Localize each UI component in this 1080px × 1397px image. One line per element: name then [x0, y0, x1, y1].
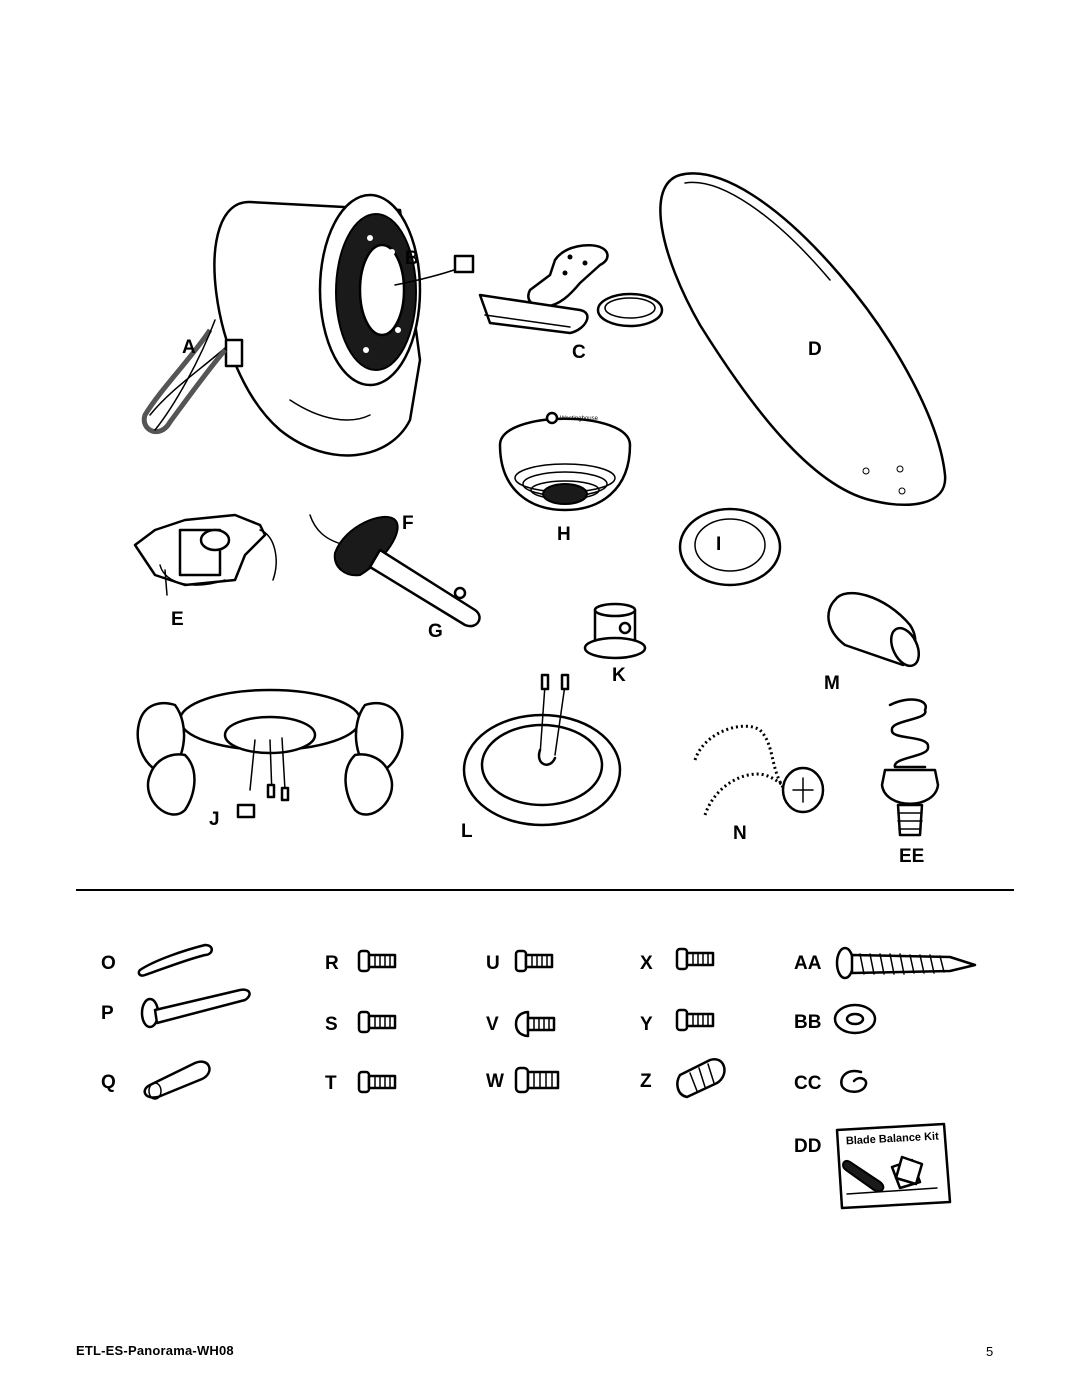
footer-page-number: 5 [986, 1344, 994, 1359]
part-label-x: X [640, 953, 653, 974]
part-label-n: N [733, 823, 747, 844]
blade-balance-kit-text: Blade Balance Kit [846, 1131, 940, 1148]
hitch-pin-illustration [137, 943, 213, 977]
washer-illustration [833, 1003, 877, 1035]
part-label-c: C [572, 342, 586, 363]
rubber-plug-illustration [143, 1060, 211, 1100]
part-label-dd: DD [794, 1136, 822, 1157]
downrod-illustration [309, 514, 481, 628]
part-label-bb: BB [794, 1012, 822, 1033]
fan-blade-illustration [659, 172, 947, 506]
part-label-ee: EE [899, 846, 925, 867]
part-label-b: B [405, 248, 419, 269]
part-label-s: S [325, 1014, 338, 1035]
blade-arm-illustration [478, 243, 664, 335]
canopy-logo-text: Westinghouse [560, 416, 599, 422]
part-label-v: V [486, 1014, 499, 1035]
screw-w-illustration [514, 1066, 560, 1094]
part-label-m: M [824, 673, 840, 694]
section-divider [76, 889, 1014, 891]
light-bulb-illustration [880, 698, 940, 837]
part-label-l: L [461, 821, 473, 842]
screw-y-illustration [675, 1008, 715, 1032]
wire-nut-illustration [676, 1057, 726, 1099]
part-label-q: Q [101, 1072, 116, 1093]
light-kit-illustration [136, 688, 404, 819]
clevis-pin-illustration [140, 988, 251, 1029]
switch-housing-plate-illustration [462, 673, 622, 827]
canopy-illustration: Westinghouse [498, 411, 632, 512]
screw-u-illustration [514, 949, 554, 973]
part-label-aa: AA [794, 953, 822, 974]
part-label-g: G [428, 621, 443, 642]
screw-t-illustration [357, 1070, 397, 1094]
part-label-y: Y [640, 1014, 653, 1035]
part-label-t: T [325, 1073, 337, 1094]
glass-shade-illustration [827, 591, 921, 668]
coupler-illustration [583, 602, 647, 660]
screw-v-illustration [514, 1010, 556, 1038]
part-label-d: D [808, 339, 822, 360]
part-label-p: P [101, 1003, 114, 1024]
screw-r-illustration [357, 949, 397, 973]
part-label-cc: CC [794, 1073, 822, 1094]
canopy-cover-illustration [678, 507, 782, 587]
part-label-e: E [171, 609, 184, 630]
lock-washer-illustration [840, 1069, 868, 1093]
wood-screw-illustration [835, 946, 977, 980]
part-label-o: O [101, 953, 116, 974]
part-label-w: W [486, 1071, 504, 1092]
blade-balance-kit-illustration: Blade Balance Kit [835, 1122, 952, 1210]
part-label-r: R [325, 953, 339, 974]
mounting-bracket-illustration [133, 513, 277, 596]
screw-x-illustration [675, 947, 715, 971]
part-label-a: A [182, 337, 196, 358]
part-label-z: Z [640, 1071, 652, 1092]
part-label-h: H [557, 524, 571, 545]
part-label-f: F [402, 513, 414, 534]
part-label-i: I [716, 534, 722, 555]
motor-assembly-illustration [141, 193, 475, 457]
pull-chain-illustration [693, 724, 825, 816]
part-label-k: K [612, 665, 626, 686]
screw-s-illustration [357, 1010, 397, 1034]
part-label-u: U [486, 953, 500, 974]
part-label-j: J [209, 809, 220, 830]
footer-document-id: ETL-ES-Panorama-WH08 [76, 1343, 234, 1358]
